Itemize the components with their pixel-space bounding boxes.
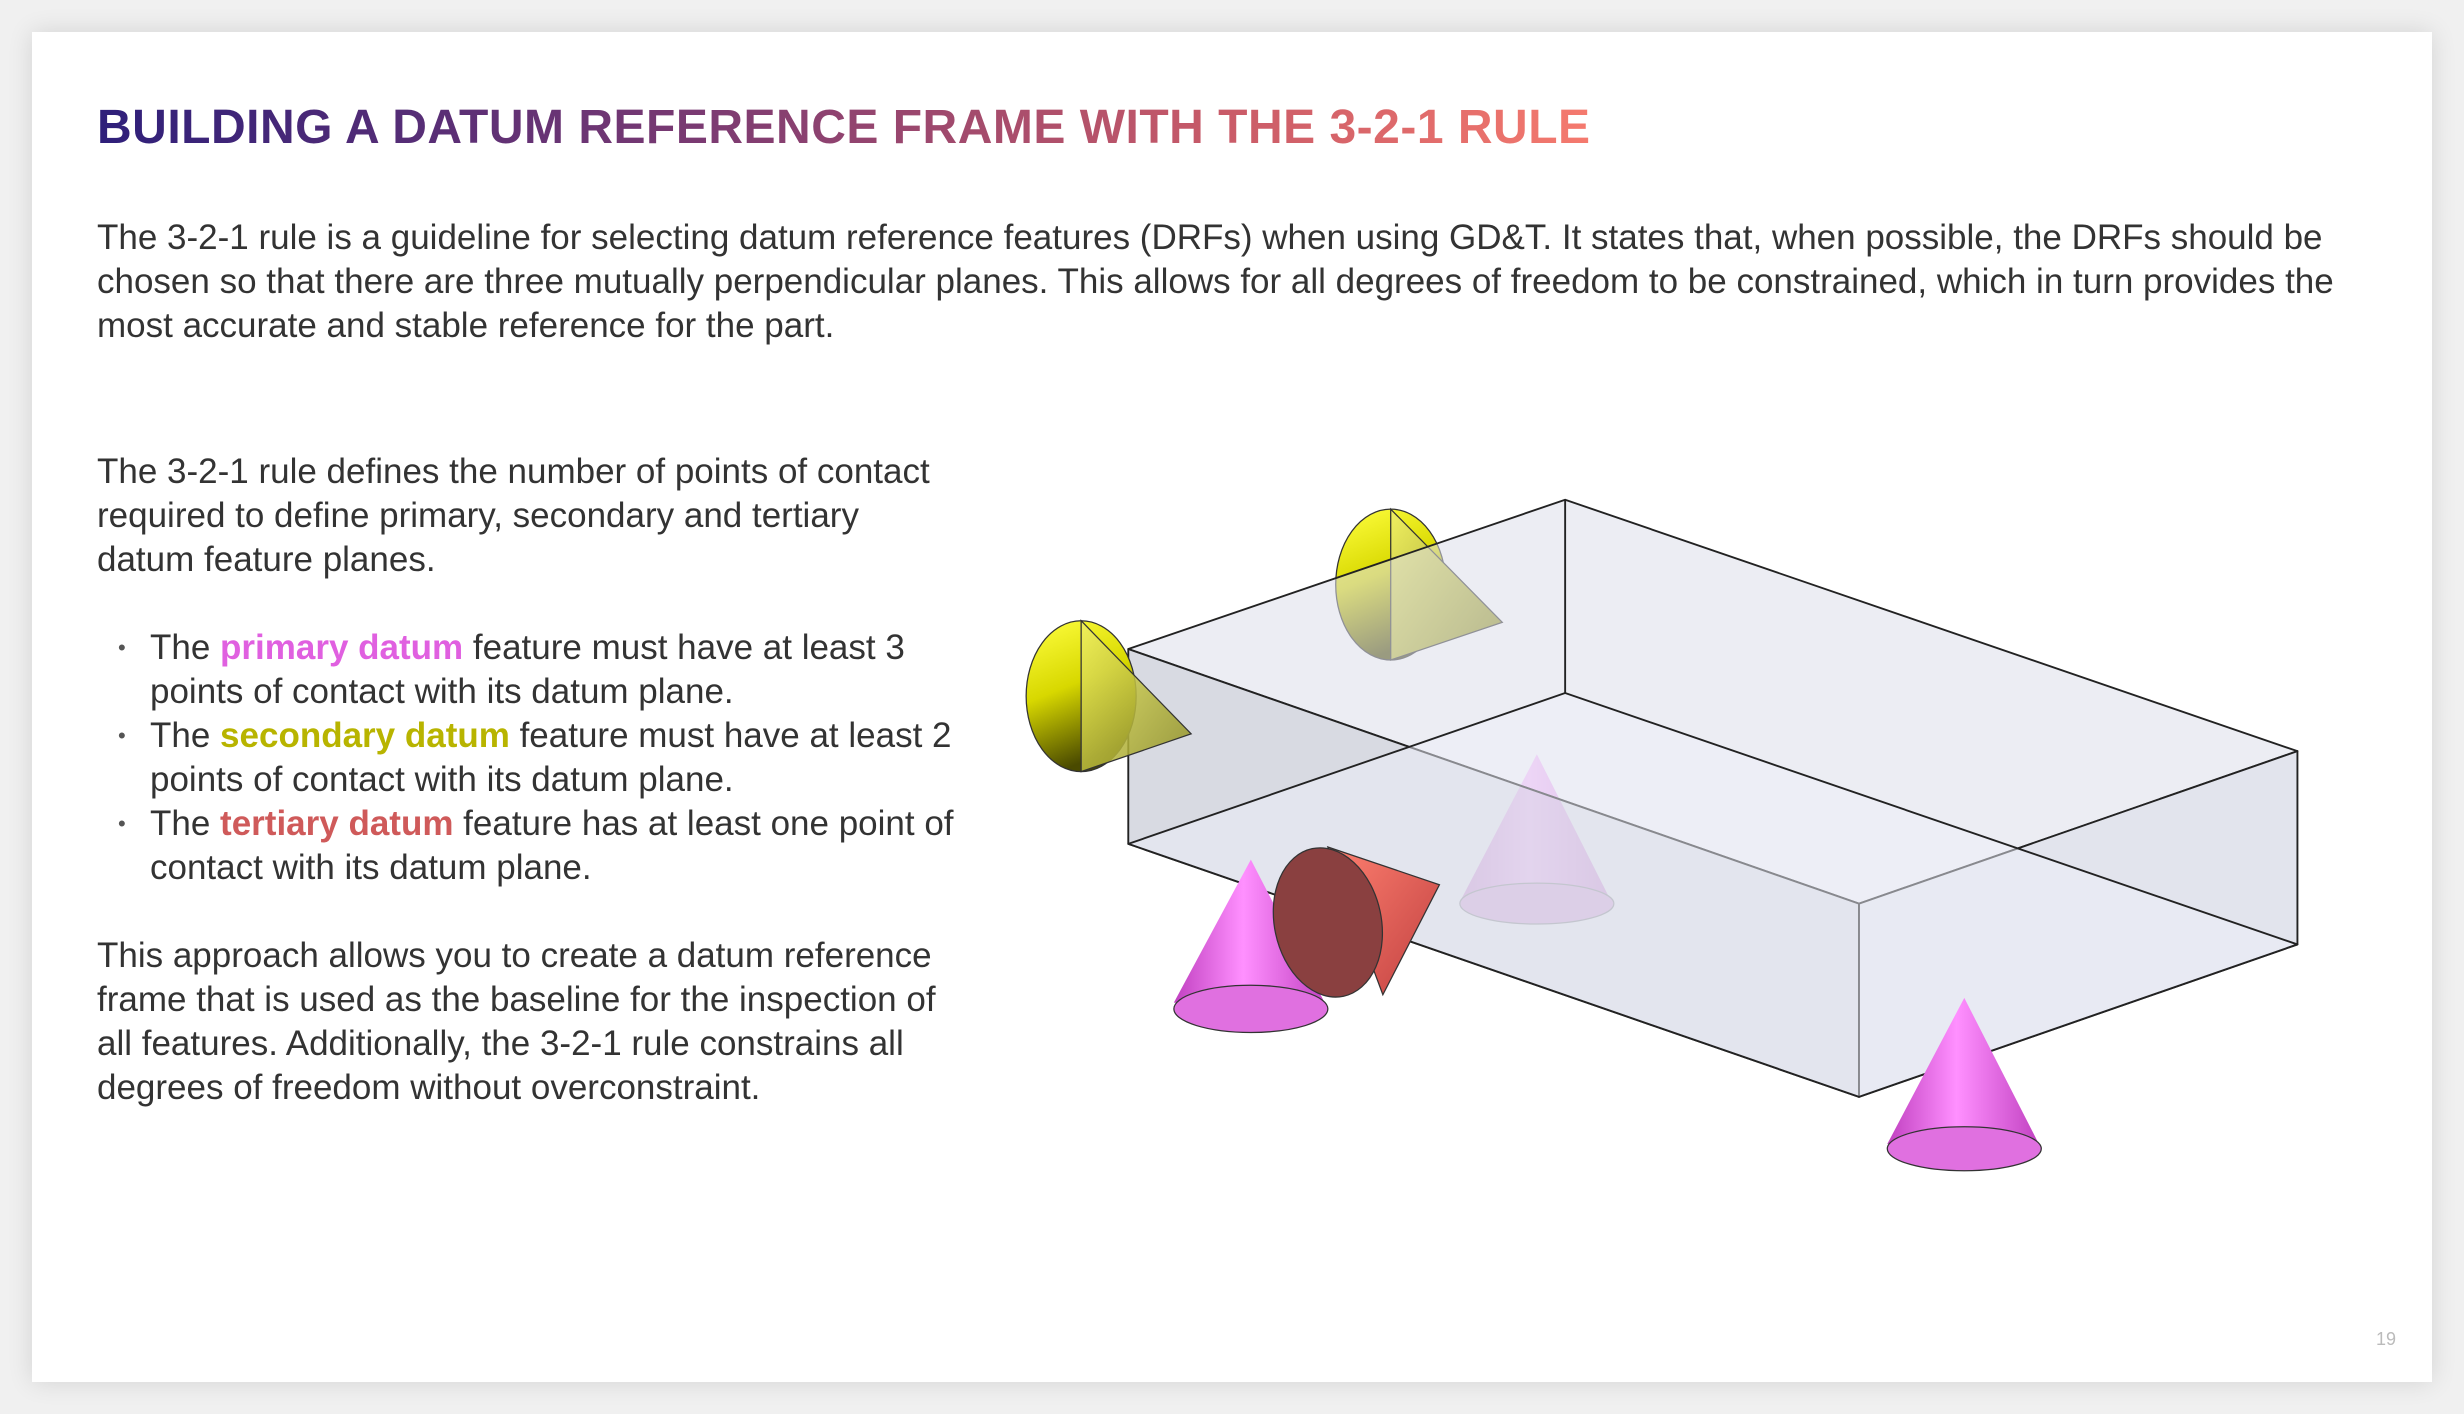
bullet-text: The (150, 804, 221, 843)
bullet-tertiary: The tertiary datum feature has at least … (118, 802, 957, 890)
tertiary-datum-highlight: tertiary datum (220, 804, 454, 843)
primary-datum-cone-left (1173, 859, 1329, 1034)
approach-paragraph: This approach allows you to create a dat… (97, 936, 936, 1107)
bullet-primary: The primary datum feature must have at l… (118, 626, 957, 714)
intro-paragraph: The 3-2-1 rule is a guideline for select… (97, 218, 2334, 345)
secondary-datum-highlight: secondary datum (220, 716, 510, 755)
bullet-text: feature has at least one point of contac… (150, 804, 954, 887)
bullet-list: The primary datum feature must have at l… (97, 626, 957, 890)
bullet-text: feature must have at least 2 points of c… (150, 716, 952, 799)
secondary-datum-cone-2 (1025, 619, 1193, 773)
bullet-text: feature must have at least 3 points of c… (150, 628, 905, 711)
bullet-secondary: The secondary datum feature must have at… (118, 714, 957, 802)
page-number: 19 (2375, 1329, 2396, 1349)
primary-datum-cone-right (1886, 997, 2042, 1172)
left-column: The 3-2-1 rule defines the number of poi… (97, 450, 957, 1110)
tertiary-datum-cone (1272, 845, 1441, 998)
slide-title: BUILDING A DATUM REFERENCE FRAME WITH TH… (97, 101, 1591, 154)
rule-definition: The 3-2-1 rule defines the number of poi… (97, 452, 930, 579)
bullet-text: The (150, 716, 221, 755)
primary-datum-highlight: primary datum (220, 628, 464, 667)
bullet-text: The (150, 628, 221, 667)
